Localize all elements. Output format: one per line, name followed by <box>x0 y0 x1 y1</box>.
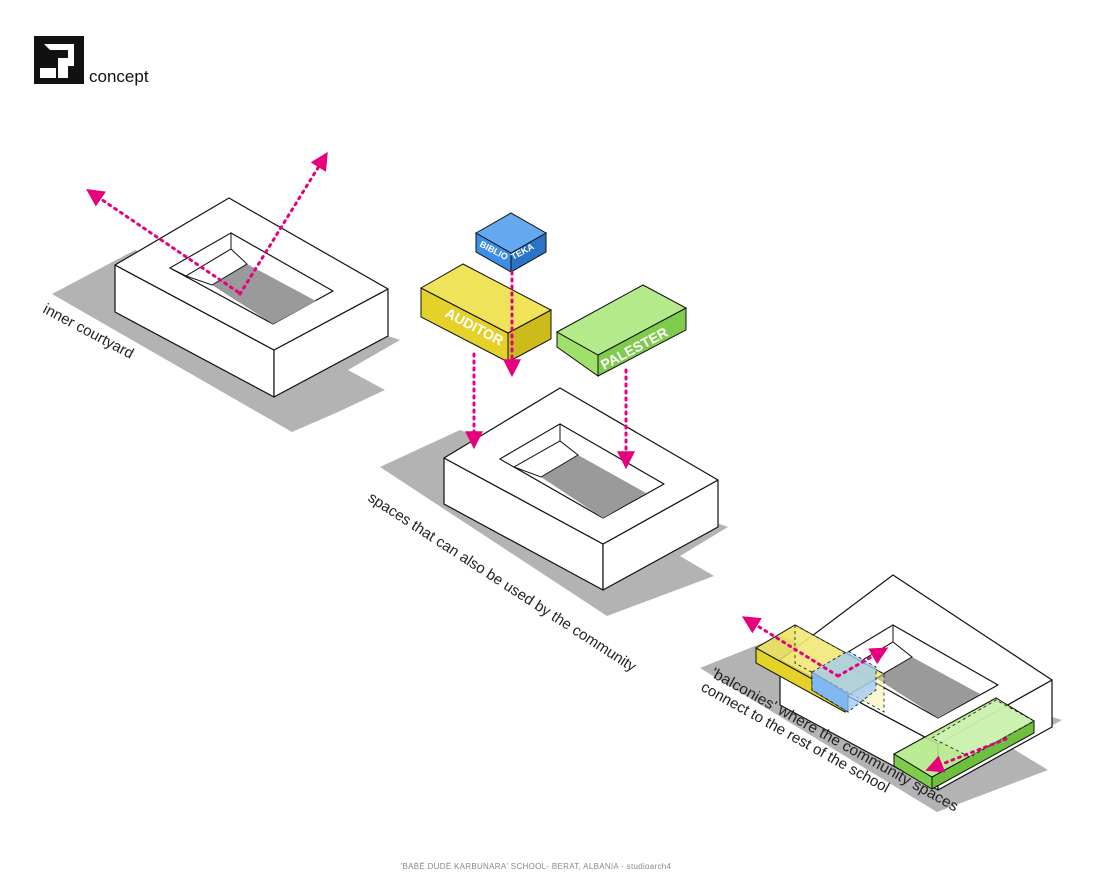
footer-credit: 'BABË DUDË KARBUNARA' SCHOOL- BERAT, ALB… <box>401 862 672 871</box>
biblioteka-balcony <box>811 650 877 713</box>
biblioteka-block: BIBLIO TEKA <box>474 212 548 273</box>
studio-logo-icon <box>34 36 84 84</box>
step2-building <box>380 387 728 616</box>
auditor-block: AUDITOR <box>419 263 553 363</box>
step1-arrow-up <box>238 151 328 296</box>
step1-arrow-left <box>86 188 240 294</box>
page-title: concept <box>89 67 149 86</box>
step1-building <box>52 197 400 432</box>
step3-arrow-right <box>836 647 889 678</box>
palester-block: PALESTER <box>555 284 688 377</box>
step3-arrow-green <box>925 737 1008 773</box>
